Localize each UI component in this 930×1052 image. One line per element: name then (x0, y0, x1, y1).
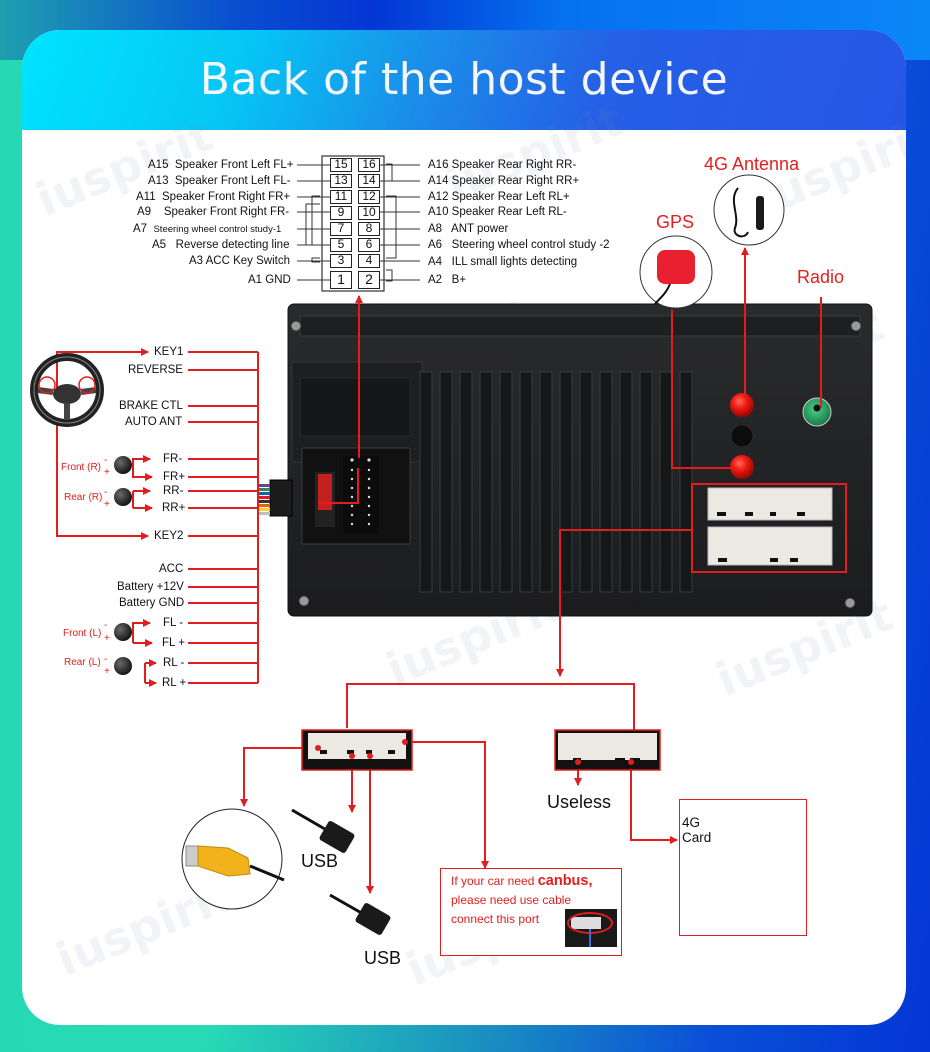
usb-cable-image (329, 893, 391, 935)
steering-wheel-image (30, 353, 104, 427)
sensor-label-front-l: Front (L) (63, 628, 102, 639)
red-connection-lines (56, 247, 822, 894)
usb-cable-image (291, 808, 355, 853)
pin-16: 16 (358, 158, 380, 172)
canbus-port-photo (565, 909, 617, 947)
label-gps: GPS (656, 212, 695, 232)
wire-label-fr-minus: FR- (163, 453, 183, 465)
pin-4: 4 (358, 254, 380, 268)
sensor-polarity-plus: + (104, 666, 110, 677)
pin-11: 11 (330, 190, 352, 204)
sensor-polarity-minus: - (104, 620, 108, 631)
pin-9: 9 (330, 206, 352, 220)
card-header: Back of the host device (22, 30, 906, 130)
canbus-note-line1: If your car need canbus, (451, 873, 593, 889)
canbus-note: If your car need canbus, please need use… (440, 868, 622, 956)
wire-label-rr-minus: RR- (163, 485, 184, 497)
sensor-label-rear-l: Rear (L) (64, 657, 101, 668)
wire-label-auto-ant: AUTO ANT (125, 416, 183, 428)
label-usb-1: USB (301, 851, 339, 871)
pin-label-a1: A1 GND (248, 274, 291, 286)
label-4g-antenna: 4G Antenna (704, 154, 800, 174)
canbus-note-line3: connect this port (451, 912, 540, 926)
pin-label-a8: A8 ANT power (428, 223, 509, 235)
pin-label-a11: A11 Speaker Front Right FR+ (136, 191, 291, 203)
pin-14: 14 (358, 174, 380, 188)
gps-antenna-image (639, 235, 713, 309)
sensor-polarity-minus: - (104, 654, 108, 665)
pin-10: 10 (358, 206, 380, 220)
wire-label-acc: ACC (159, 563, 184, 575)
large-connector-image (554, 729, 661, 771)
pin-15: 15 (330, 158, 352, 172)
parking-sensor-images (114, 456, 132, 675)
small-connector-image (301, 729, 413, 771)
4g-antenna-image (713, 174, 785, 246)
pin-7: 7 (330, 222, 352, 236)
pin-label-a10: A10 Speaker Rear Left RL- (428, 206, 567, 218)
canbus-note-line2: please need use cable (451, 893, 572, 907)
sensor-label-front-r: Front (R) (61, 462, 101, 473)
pin-12: 12 (358, 190, 380, 204)
pin-label-a16: A16 Speaker Rear Right RR- (428, 159, 577, 171)
pin-8: 8 (358, 222, 380, 236)
wire-label-reverse: REVERSE (128, 364, 183, 376)
wire-label-rl-plus: RL + (162, 677, 187, 689)
wire-label-rl-minus: RL - (163, 657, 185, 669)
label-4g-card: 4G Card (682, 815, 712, 845)
head-unit-back-panel (258, 303, 873, 617)
sensor-polarity-minus: - (104, 455, 108, 466)
pin-label-a6: A6 Steering wheel control study -2 (428, 239, 610, 251)
pin-label-a9: A9 Speaker Front Right FR- (137, 206, 290, 218)
sensor-label-rear-r: Rear (R) (64, 492, 103, 503)
pin-1: 1 (330, 271, 352, 289)
pin-label-a15: A15 Speaker Front Left FL+ (148, 159, 294, 171)
pin-label-a4: A4 ILL small lights detecting (428, 256, 578, 268)
sensor-polarity-plus: + (104, 467, 110, 478)
pin-label-a13: A13 Speaker Front Left FL- (148, 175, 291, 187)
wire-label-fl-plus: FL + (162, 637, 185, 649)
pin-label-a12: A12 Speaker Rear Left RL+ (428, 191, 570, 203)
pin-5: 5 (330, 238, 352, 252)
wire-label-fl-minus: FL - (163, 617, 184, 629)
label-useless: Useless (547, 792, 612, 812)
sensor-polarity-plus: + (104, 499, 110, 510)
pin-label-a14: A14 Speaker Rear Right RR+ (428, 175, 580, 187)
label-usb-2: USB (364, 948, 402, 968)
pin-label-a3: A3 ACC Key Switch (189, 255, 290, 267)
page-title: Back of the host device (199, 54, 729, 105)
wire-label-rr-plus: RR+ (162, 502, 186, 514)
sensor-polarity-minus: - (104, 487, 108, 498)
label-radio: Radio (797, 267, 845, 287)
pin-2: 2 (358, 271, 380, 289)
wire-label-battery-12v: Battery +12V (117, 581, 184, 593)
4g-card-box (679, 799, 807, 936)
wire-label-brake-ctl: BRAKE CTL (119, 400, 183, 412)
wire-label-key2: KEY2 (154, 530, 184, 542)
pin-label-a2: A2 B+ (428, 274, 467, 286)
pin-13: 13 (330, 174, 352, 188)
pin-label-a7: A7 Steering wheel control study-1 (133, 223, 282, 235)
wire-label-key1: KEY1 (154, 346, 184, 358)
pin-label-a5: A5 Reverse detecting line (152, 239, 290, 251)
sensor-polarity-plus: + (104, 633, 110, 644)
pin-3: 3 (330, 254, 352, 268)
pin-6: 6 (358, 238, 380, 252)
wire-label-battery-gnd: Battery GND (119, 597, 185, 609)
wire-label-fr-plus: FR+ (163, 471, 186, 483)
rca-camera-input-image (181, 808, 285, 910)
